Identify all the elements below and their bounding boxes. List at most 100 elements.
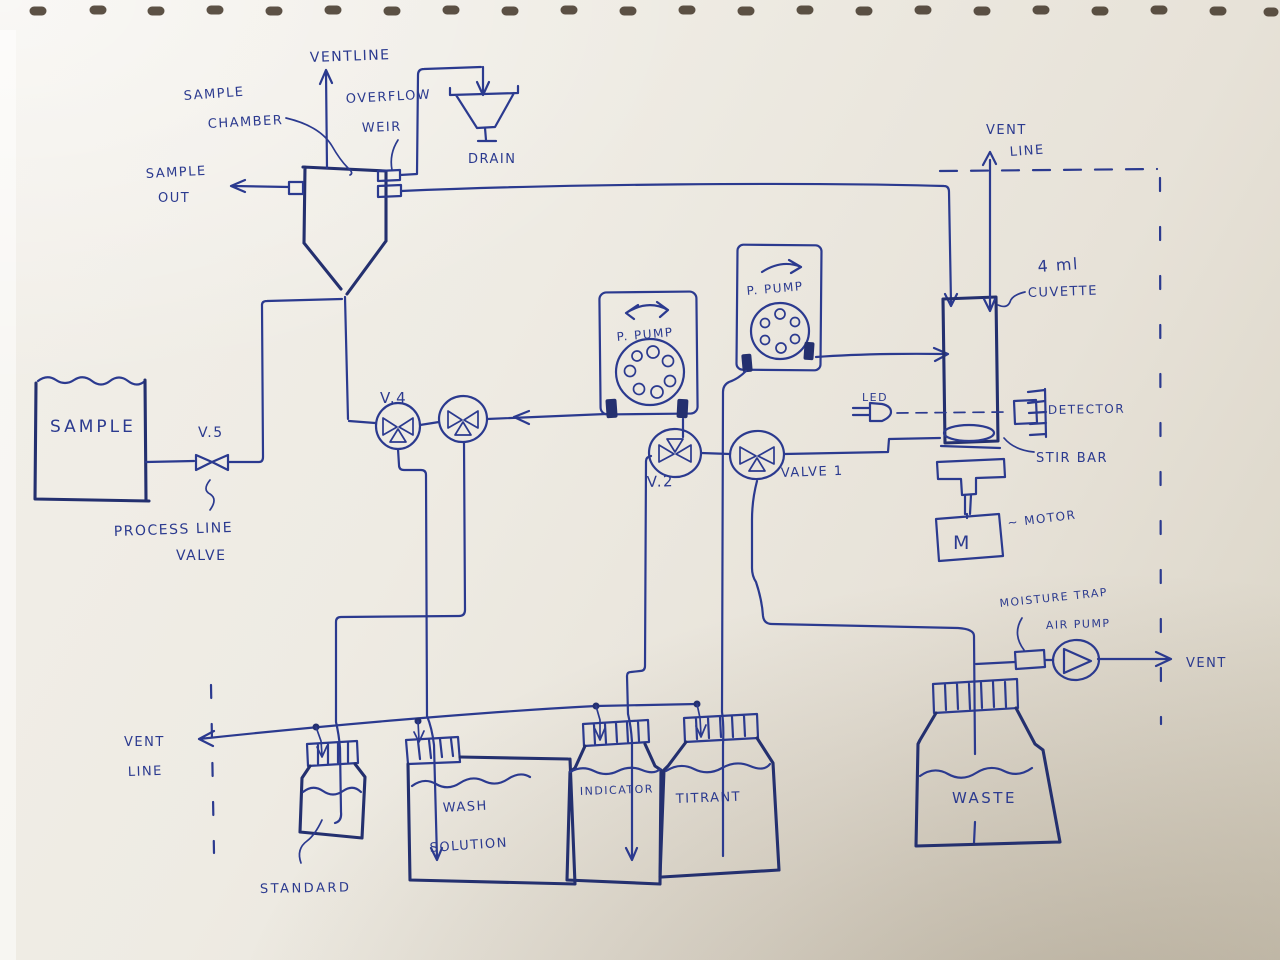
svg-text:INDICATOR: INDICATOR xyxy=(580,782,654,798)
stir-bar xyxy=(942,423,996,443)
valve2-to-standard-tube xyxy=(333,440,467,825)
titrant-bottle: TITRANT xyxy=(658,712,781,879)
detector: DETECTOR xyxy=(1012,387,1125,439)
pump2-label: P. PUMP xyxy=(746,279,804,298)
trap-symbol xyxy=(1013,648,1047,671)
wash-bottle: WASH SOLUTION xyxy=(404,735,577,886)
peristaltic-pump-2: P. PUMP xyxy=(735,243,823,373)
indicator-cap xyxy=(581,718,651,748)
sample-tank-label: SAMPLE xyxy=(50,417,136,437)
sample-out: SAMPLE OUT xyxy=(145,164,291,206)
svg-text:SAMPLE: SAMPLE xyxy=(183,85,245,104)
svg-text:WEIR: WEIR xyxy=(362,120,402,136)
svg-text:DETECTOR: DETECTOR xyxy=(1048,402,1125,417)
svg-text:VENT: VENT xyxy=(124,735,165,750)
standard-liquid-wave xyxy=(301,786,363,796)
standard-bottle: STANDARD xyxy=(260,739,367,897)
valve-v2: V.2 xyxy=(647,427,703,491)
optical-path-dashed xyxy=(896,411,1010,414)
svg-text:VENT: VENT xyxy=(986,123,1027,138)
svg-text:SOLUTION: SOLUTION xyxy=(429,836,508,856)
enclosure-dashed-left xyxy=(209,683,216,855)
pump1-label: P. PUMP xyxy=(616,325,674,344)
svg-text:OUT: OUT xyxy=(158,191,190,206)
pump2-rollers xyxy=(759,308,801,354)
svg-text:PROCESS LINE: PROCESS LINE xyxy=(114,520,234,540)
main-sample-line xyxy=(343,295,608,427)
bidirectional-arrow xyxy=(624,300,670,321)
titrant-suction-tube xyxy=(720,369,748,858)
air-pump-symbol xyxy=(1051,638,1101,682)
paper-left-edge xyxy=(0,30,16,960)
tank-liquid-wave xyxy=(36,376,147,386)
chamber-vent-line: VENTLINE xyxy=(310,47,391,170)
svg-text:VALVE: VALVE xyxy=(176,548,226,564)
titrant-liquid-wave xyxy=(664,762,772,774)
chamber-to-cuvette-line xyxy=(399,182,959,308)
process-line-valve-v5: V.5 PROCESS LINE VALVE xyxy=(114,297,344,564)
pump1-right-clamp xyxy=(676,398,689,419)
v5-callout-line xyxy=(205,479,215,511)
enclosure-dashed-top xyxy=(938,167,1159,173)
flow-arrow-left xyxy=(512,409,531,426)
svg-text:CHAMBER: CHAMBER xyxy=(207,113,283,132)
svg-text:CUVETTE: CUVETTE xyxy=(1028,284,1099,301)
svg-text:LINE: LINE xyxy=(128,764,164,780)
drain-arrow xyxy=(475,65,491,97)
titrant-cap xyxy=(682,712,760,744)
svg-text:MOISTURE TRAP: MOISTURE TRAP xyxy=(999,586,1109,610)
motor-label: ~ MOTOR xyxy=(1007,508,1077,530)
chamber-left-port xyxy=(287,180,305,196)
pump1-left-clamp xyxy=(605,398,618,419)
trap-callout-line xyxy=(1016,617,1025,651)
indicator-bottle: INDICATOR xyxy=(565,718,663,886)
v2-to-indicator-tube xyxy=(624,454,653,862)
valve1-to-waste-line xyxy=(750,479,977,845)
pump1-rotor xyxy=(614,337,686,407)
pump1-rollers xyxy=(623,345,677,399)
standard-cap xyxy=(305,739,360,768)
chamber-right-ports xyxy=(376,168,403,199)
stirrer-motor: M ~ MOTOR xyxy=(934,457,1077,563)
valve-unlabeled xyxy=(437,394,489,444)
ventline-label: VENTLINE xyxy=(310,47,391,66)
svg-text:LINE: LINE xyxy=(1009,143,1045,160)
overflow-weir: OVERFLOW WEIR xyxy=(345,65,491,177)
motor-box xyxy=(934,512,1005,563)
svg-text:LED: LED xyxy=(862,391,888,404)
cuvette-callout-line xyxy=(997,291,1026,308)
stir-bar-callout-line xyxy=(1003,437,1035,453)
v5-valve-symbol xyxy=(194,453,230,472)
chamber-callout-line xyxy=(285,117,353,176)
svg-text:OVERFLOW: OVERFLOW xyxy=(345,88,431,107)
led-symbol xyxy=(851,401,893,423)
pump2-to-cuvette-line xyxy=(814,346,950,363)
v2-valve1-line xyxy=(699,451,732,456)
cuvette-vent-line: VENT LINE xyxy=(981,123,1045,313)
waste-cap xyxy=(931,677,1020,715)
overflow-pipe xyxy=(398,65,483,177)
motor-letter: M xyxy=(953,532,971,554)
standard-callout-line xyxy=(298,819,323,864)
drain-funnel: DRAIN xyxy=(448,84,520,167)
valve-1: VALVE 1 xyxy=(728,429,844,481)
sample-chamber xyxy=(287,165,403,296)
waste-bottle: WASTE xyxy=(914,677,1062,848)
process-pipe-to-chamber xyxy=(226,297,344,464)
air-vent-line xyxy=(974,650,1173,668)
weir-callout-line xyxy=(390,139,399,171)
svg-text:AIR PUMP: AIR PUMP xyxy=(1046,617,1111,632)
led: LED xyxy=(851,391,893,423)
enclosure-dashed-right xyxy=(1158,176,1163,726)
wash-liquid-wave xyxy=(410,773,532,789)
svg-text:WASH: WASH xyxy=(442,799,488,816)
svg-text:SAMPLE: SAMPLE xyxy=(145,164,207,182)
stir-bar-label: STIR BAR xyxy=(1003,437,1107,466)
cuvette-bottom-double-line xyxy=(939,444,1002,450)
pump2-rotor xyxy=(749,301,811,361)
wash-cap xyxy=(404,735,462,766)
air-pump: AIR PUMP xyxy=(1046,617,1111,682)
indicator-liquid-wave xyxy=(568,766,662,776)
valve1-label: VALVE 1 xyxy=(781,464,844,481)
